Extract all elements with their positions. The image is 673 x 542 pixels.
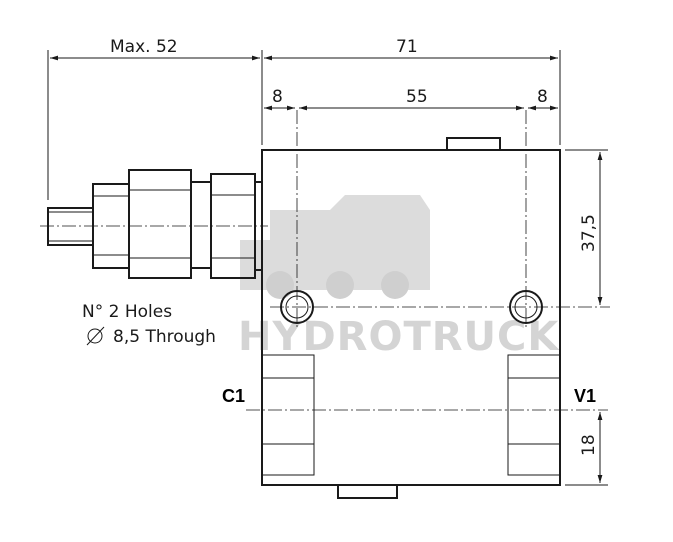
port-c1-section (261, 354, 315, 476)
dim-port-height: 18 (579, 434, 599, 456)
dim-max-length: Max. 52 (110, 37, 178, 57)
top-tab (446, 137, 501, 150)
dim-overall-width: 71 (396, 37, 418, 57)
dim-hole-spacing: 55 (406, 87, 428, 107)
diameter-icon (86, 326, 105, 346)
watermark-text: HYDROTRUCK (238, 314, 560, 360)
dim-right-offset: 8 (537, 87, 548, 107)
hose-fitting (40, 169, 268, 279)
note-hole-diameter: 8,5 Through (113, 327, 216, 347)
watermark: HYDROTRUCK (238, 195, 560, 360)
port-v1-section (507, 354, 561, 476)
port-label-c1: C1 (222, 386, 245, 406)
note-holes-count: N° 2 Holes (82, 302, 172, 322)
port-label-v1: V1 (574, 386, 596, 406)
truck-logo-icon (240, 195, 430, 299)
dim-hole-height: 37,5 (579, 214, 599, 252)
dim-left-offset: 8 (272, 87, 283, 107)
bottom-tab (337, 485, 398, 499)
valve-body (261, 149, 561, 486)
